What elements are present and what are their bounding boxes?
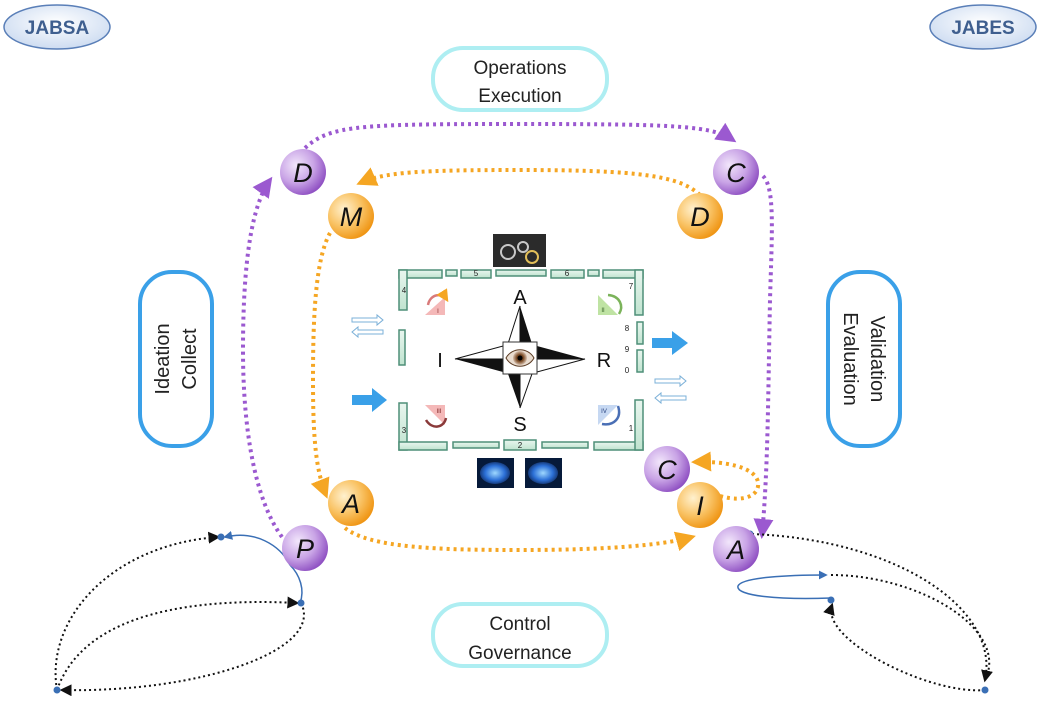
output-arrows-right — [652, 331, 688, 405]
loop-bottom-left — [53, 530, 305, 697]
board-num-5: 5 — [474, 269, 479, 278]
logo-jabes: JABES — [929, 4, 1037, 50]
arrow-out-right — [652, 331, 688, 355]
node-purple-c-bottom-label: C — [657, 455, 677, 485]
brain-image-2 — [525, 458, 562, 488]
orange-arrow-a-to-i — [343, 526, 696, 553]
node-purple-a-label: A — [725, 535, 745, 565]
logo-jabes-text: JABES — [951, 18, 1014, 39]
board-num-1: 1 — [629, 424, 634, 433]
quadrant-icon-1: I — [425, 288, 449, 315]
compass-south-label: S — [513, 414, 526, 436]
node-orange-a-label: A — [340, 489, 360, 519]
quadrant-icon-3: III — [424, 405, 448, 428]
quadrant-label-1: I — [437, 309, 439, 315]
orange-arrow-i-to-c — [691, 451, 761, 501]
phase-box-top: Operations Execution — [431, 46, 609, 112]
arrow-in-left — [352, 388, 387, 412]
board-digit-9: 9 — [625, 345, 630, 354]
phase-box-left: Ideation Collect — [138, 270, 214, 448]
quadrant-label-3: III — [436, 409, 441, 415]
node-purple-p: P — [282, 525, 328, 571]
central-board: 5 6 4 3 7 1 2 8 9 0 I II III — [351, 234, 688, 488]
node-purple-c-bottom: C — [644, 446, 690, 492]
board-num-6: 6 — [565, 269, 570, 278]
compass-west-label: I — [437, 350, 443, 372]
node-purple-c-top: C — [713, 149, 759, 195]
eye-icon — [505, 349, 535, 367]
node-purple-d: D — [280, 149, 326, 195]
orange-arrow-d-to-m — [356, 167, 702, 197]
node-orange-m: M — [328, 193, 374, 239]
loop-bottom-right — [737, 530, 993, 694]
board-num-4: 4 — [402, 286, 407, 295]
node-purple-p-label: P — [296, 534, 314, 564]
node-purple-d-label: D — [293, 158, 313, 188]
input-arrows-left — [351, 313, 387, 412]
phase-bottom-line1: Control — [489, 614, 550, 635]
purple-arrow-c-to-a — [753, 174, 774, 539]
board-numbers: 5 6 4 3 7 1 2 8 9 0 — [402, 269, 634, 450]
purple-arrow-p-to-d — [240, 176, 284, 539]
logo-jabsa-text: JABSA — [25, 18, 90, 39]
node-purple-a: A — [713, 526, 759, 572]
quadrant-label-2: II — [601, 308, 605, 314]
board-walls — [398, 269, 644, 451]
board-num-3: 3 — [402, 426, 407, 435]
board-num-7: 7 — [629, 282, 634, 291]
node-orange-d-label: D — [690, 202, 710, 232]
node-orange-i: I — [677, 482, 723, 528]
board-digit-8: 8 — [625, 324, 630, 333]
compass-east-label: R — [597, 350, 611, 372]
quadrant-icon-2: II — [598, 293, 623, 315]
phase-right-line2: Evaluation — [839, 312, 861, 405]
phase-box-bottom: Control Governance — [431, 602, 609, 668]
logo-jabsa: JABSA — [3, 4, 111, 50]
purple-arrow-d-to-c — [303, 121, 737, 150]
quadrant-icon-4: IV — [598, 405, 621, 426]
node-orange-d: D — [677, 193, 723, 239]
purple-cycle — [240, 121, 774, 539]
phase-top-line2: Execution — [478, 86, 561, 107]
phase-left-line1: Ideation — [152, 323, 174, 394]
board-digit-0: 0 — [625, 366, 630, 375]
quadrant-label-4: IV — [601, 409, 607, 415]
phase-box-right: Validation Evaluation — [826, 270, 902, 448]
brain-image-1 — [477, 458, 514, 488]
phase-right-line1: Validation — [866, 316, 888, 402]
phase-bottom-line2: Governance — [468, 643, 572, 664]
compass-star — [454, 305, 586, 409]
node-purple-c-top-label: C — [726, 158, 746, 188]
board-num-2: 2 — [518, 441, 523, 450]
node-orange-m-label: M — [340, 202, 363, 232]
node-orange-i-label: I — [696, 491, 704, 521]
phase-top-line1: Operations — [474, 58, 567, 79]
node-orange-a: A — [328, 480, 374, 526]
orange-arrow-m-to-a — [310, 232, 332, 499]
gears-image — [493, 234, 546, 267]
compass-north-label: A — [513, 287, 527, 309]
orange-cycle — [310, 167, 761, 553]
phase-left-line2: Collect — [179, 328, 201, 390]
